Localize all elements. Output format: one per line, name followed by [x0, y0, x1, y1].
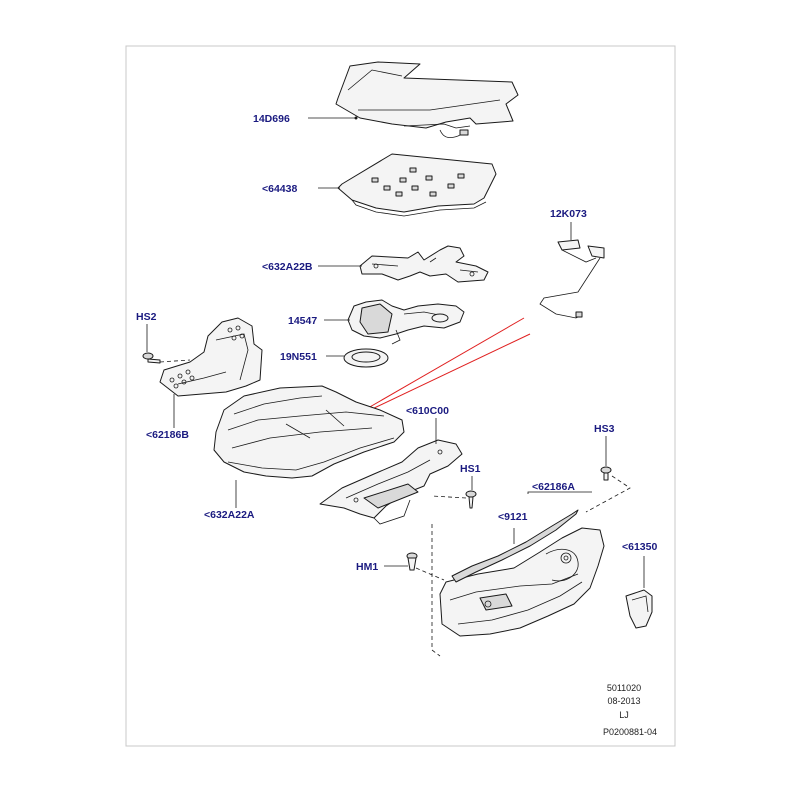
seal-ring-part: [343, 348, 389, 368]
screw-hs1-part: [465, 490, 477, 509]
callout-61350: <61350: [622, 541, 657, 553]
indicator-line-2: [369, 333, 531, 411]
side-shield-part: [439, 527, 605, 637]
screw-hs2-part: [142, 352, 161, 364]
callout-hs3: HS3: [594, 423, 615, 435]
stamp-line-1: 5011020: [607, 683, 641, 693]
cushion-part: [213, 385, 405, 479]
callout-62186b: <62186B: [146, 429, 189, 441]
callout-hm1: HM1: [356, 561, 378, 573]
callout-hs2: HS2: [136, 311, 157, 323]
foam-pad-insert-part: [337, 153, 497, 217]
leader-62186a: [527, 491, 592, 494]
callout-632a22a: <632A22A: [204, 509, 255, 521]
stamp-line-3: LJ: [619, 710, 629, 720]
bracket-62186a: [431, 524, 441, 657]
callout-632a22b: <632A22B: [262, 261, 313, 273]
lumbar-frame-part: [359, 245, 489, 283]
indicator-line-1: [367, 317, 525, 409]
motor-assembly-part: [347, 299, 465, 345]
fastener-dash-hm1: [415, 567, 445, 581]
trim-strip-part: [451, 509, 579, 583]
callout-62186a: <62186A: [532, 481, 575, 493]
diagram-border: [125, 45, 676, 747]
callout-9121: <9121: [498, 511, 528, 523]
fastener-dash-hs1: [431, 495, 467, 499]
callout-12k073: 12K073: [550, 208, 587, 220]
callout-610c00: <610C00: [406, 405, 449, 417]
callout-64438: <64438: [262, 183, 297, 195]
screw-hs3-part: [600, 466, 612, 481]
side-bracket-part: [159, 317, 263, 397]
stamp-line-4: P0200881-04: [603, 727, 657, 737]
heater-mat-part: [335, 61, 519, 139]
fastener-dash-hs2: [159, 359, 191, 363]
sensor-part: [539, 239, 605, 319]
callout-19n551: 19N551: [280, 351, 317, 363]
fastener-dash-hs3: [585, 475, 631, 513]
drawing-stamp: 5011020 08-2013 LJ P0200881-04: [603, 683, 657, 737]
frame-bracket-part: [319, 439, 463, 525]
stamp-line-2: 08-2013: [607, 696, 640, 706]
callout-14d696: 14D696: [253, 113, 290, 125]
clip-hm1-part: [406, 552, 418, 571]
end-cap-part: [625, 589, 653, 629]
callout-hs1: HS1: [460, 463, 481, 475]
callout-14547: 14547: [288, 315, 317, 327]
